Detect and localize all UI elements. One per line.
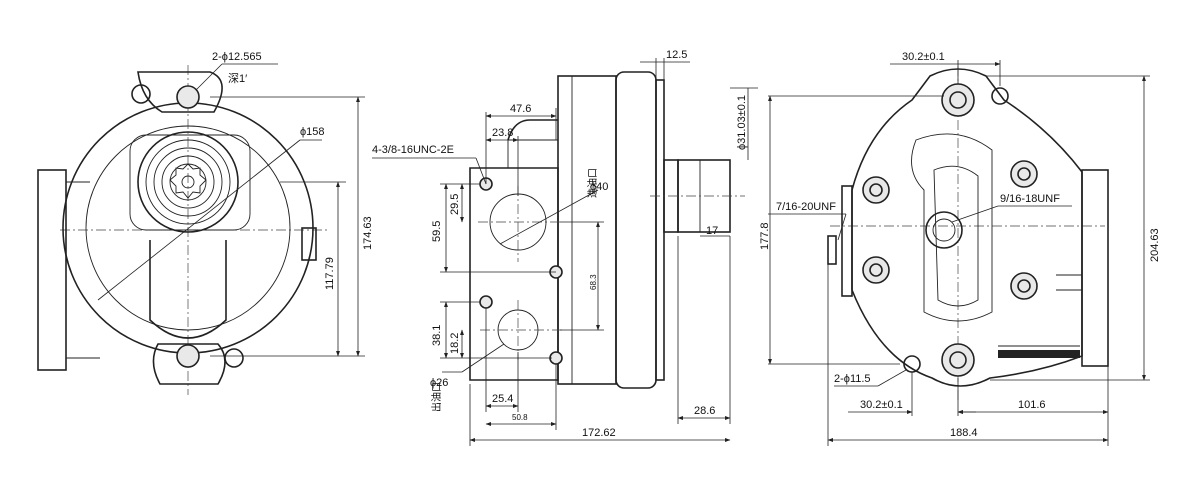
side-view-middle: 12.5 47.6 23.8 4-3/8-16UNC-2E ϕ31.03±0.1… [372,49,758,446]
dim-38-1: 38.1 [431,325,443,346]
mounting-tab-top [137,71,223,113]
side-flange-right [1081,169,1109,367]
diameter-label: ϕ158 [300,126,325,138]
mount-hole [176,85,200,109]
rear-bolt [941,83,975,117]
mount-hole [131,84,151,104]
nameplate [998,350,1080,358]
rear-bolt [1010,160,1038,188]
rear-bolt [862,176,890,204]
port2-label: 9/16-18UNF [1000,193,1060,205]
rear-view-right: 30.2±0.1 7/16-20UNF 9/16-18UNF 177.8 204… [759,51,1161,446]
holes-label-rear: 2-ϕ11.5 [834,373,871,385]
center-port [925,211,963,249]
outlet-dia: ϕ26 [430,377,448,389]
dim-117: 117.79 [324,257,336,290]
dim-18-2: 18.2 [449,333,461,354]
front-plate [469,167,559,381]
depth-label: 深1′ [228,72,247,85]
mount-hole [903,355,921,373]
dim-47-6: 47.6 [510,103,531,115]
outlet-label-cn: 出油口 [430,382,443,412]
rear-bolt [1010,272,1038,300]
rear-cover [615,71,657,389]
dim-188: 188.4 [950,427,978,439]
thread-label: 4-3/8-16UNC-2E [372,144,454,156]
rear-bolt [941,343,975,377]
dim-172: 172.62 [582,427,616,439]
dim-101: 101.6 [1018,399,1046,411]
inlet-label-cn: 進油口 [586,168,599,198]
dim-204: 204.63 [1149,228,1161,262]
dim-30-top: 30.2±0.1 [902,51,945,63]
bolt-hole [479,295,493,309]
side-flange [37,169,67,371]
mount-hole [991,87,1009,105]
holes-label: 2-ϕ12.565 [212,51,262,63]
mount-hole [176,344,200,368]
body-block [557,75,617,385]
dim-17: 17 [706,225,718,237]
dim-31-03: ϕ31.03±0.1 [736,95,748,150]
inlet-dia: ϕ40 [590,181,608,193]
rear-body-outline [851,68,1083,387]
dim-12-5: 12.5 [666,49,687,61]
rear-bolt [862,256,890,284]
port-label: 7/16-20UNF [776,201,836,213]
dim-50-8: 50.8 [512,413,528,422]
spline-shaft-icon [169,163,207,199]
dim-177: 177.8 [759,222,771,250]
dim-68-3: 68.3 [589,274,598,290]
shaft-housing [137,131,239,233]
dim-174: 174.63 [362,216,374,250]
dim-28-6: 28.6 [694,405,715,417]
dim-29-5: 29.5 [449,194,461,215]
side-bolt [301,227,317,261]
mounting-tab-bottom [152,343,226,385]
dim-23-8: 23.8 [492,127,513,139]
front-view-left: ϕ158 2-ϕ12.565 深1′ 174.63 117.79 [37,51,374,395]
dim-59-5: 59.5 [431,221,443,242]
mount-hole [224,348,244,368]
dim-25-4: 25.4 [492,393,513,405]
dim-30-bottom: 30.2±0.1 [860,399,903,411]
